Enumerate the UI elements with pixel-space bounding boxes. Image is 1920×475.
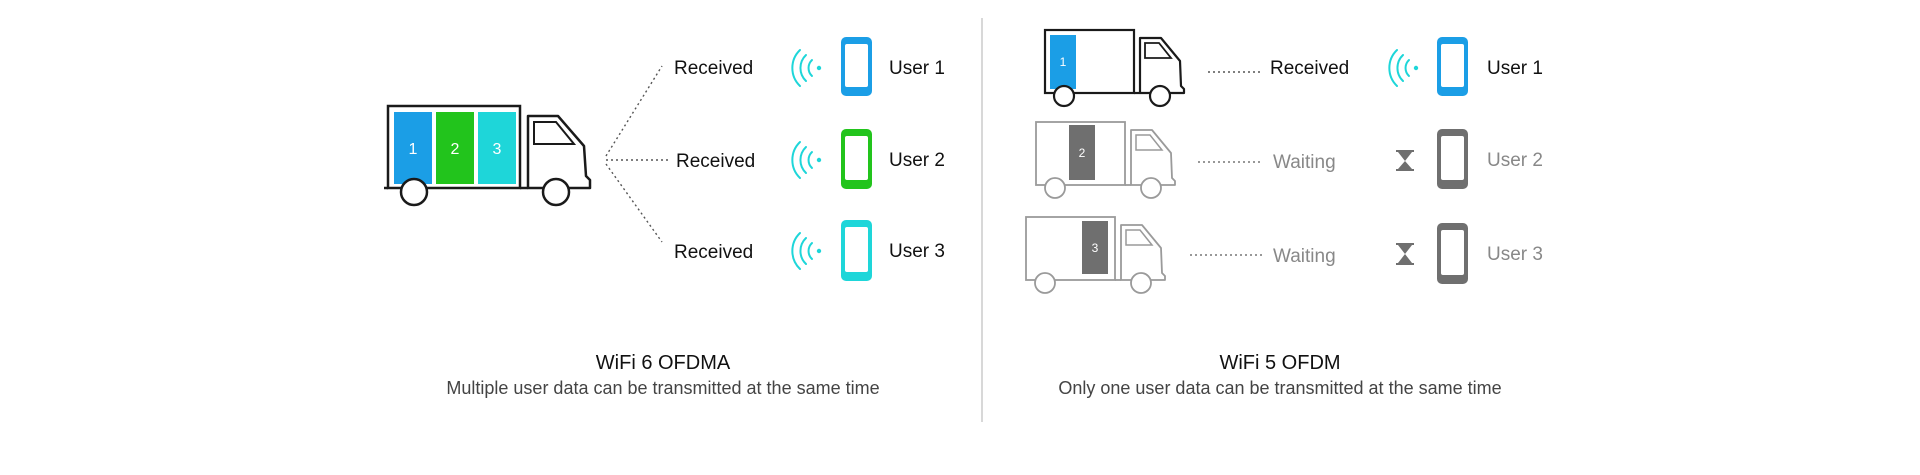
wifi-signal-icon	[1388, 49, 1419, 87]
ofdma-title: WiFi 6 OFDMA	[595, 352, 731, 374]
packet-label-3: 3	[493, 141, 502, 158]
ofdm-truck-2: 2	[1035, 121, 1176, 199]
ofdm-subtitle: Only one user data can be transmitted at…	[1058, 378, 1502, 398]
packet-label-2: 2	[451, 141, 460, 158]
ofdm-truck-3: 3	[1025, 216, 1166, 294]
ofdm-caption: WiFi 5 OFDM Only one user data can be tr…	[970, 350, 1590, 400]
packet-3	[478, 112, 516, 184]
status-label: Received	[676, 151, 755, 172]
ofdm-row-2: Waiting User 2	[1273, 129, 1543, 189]
wifi-signal-icon	[791, 232, 822, 270]
status-label: Received	[674, 58, 753, 79]
packet-label: 2	[1079, 146, 1086, 160]
user-label: User 1	[889, 58, 945, 79]
packet-label-1: 1	[409, 141, 418, 158]
ofdma-subtitle: Multiple user data can be transmitted at…	[446, 378, 880, 398]
user-label: User 1	[1487, 58, 1543, 79]
ofdm-title: WiFi 5 OFDM	[1219, 352, 1341, 374]
connector-3	[605, 163, 663, 243]
hourglass-icon	[1396, 243, 1414, 265]
phone-icon	[1437, 129, 1468, 189]
user-label: User 2	[889, 150, 945, 171]
ofdma-row-3: Received User 3	[674, 220, 945, 281]
user-label: User 2	[1487, 150, 1543, 171]
status-label: Waiting	[1273, 152, 1336, 173]
ofdm-truck-1: 1	[1043, 28, 1186, 108]
packet-1	[394, 112, 432, 184]
phone-icon	[841, 220, 872, 281]
phone-icon	[1437, 37, 1468, 96]
user-label: User 3	[1487, 244, 1543, 265]
packet-2	[436, 112, 474, 184]
packet-label: 3	[1092, 241, 1099, 255]
ofdma-row-1: Received User 1	[674, 37, 945, 96]
ofdma-truck: 1 2 3	[384, 104, 592, 207]
wifi-signal-icon	[791, 49, 822, 87]
phone-icon	[841, 129, 872, 189]
status-label: Received	[1270, 58, 1349, 79]
phone-icon	[841, 37, 872, 96]
ofdm-row-1: Received User 1	[1270, 37, 1543, 96]
ofdma-caption: WiFi 6 OFDMA Multiple user data can be t…	[353, 350, 973, 400]
status-label: Received	[674, 242, 753, 263]
ofdm-row-3: Waiting User 3	[1273, 223, 1543, 284]
hourglass-icon	[1396, 150, 1414, 171]
connector-1	[605, 65, 663, 157]
user-label: User 3	[889, 241, 945, 262]
status-label: Waiting	[1273, 246, 1336, 267]
ofdma-row-2: Received User 2	[676, 129, 945, 189]
phone-icon	[1437, 223, 1468, 284]
packet-label: 1	[1060, 55, 1067, 69]
wifi-signal-icon	[791, 141, 822, 179]
